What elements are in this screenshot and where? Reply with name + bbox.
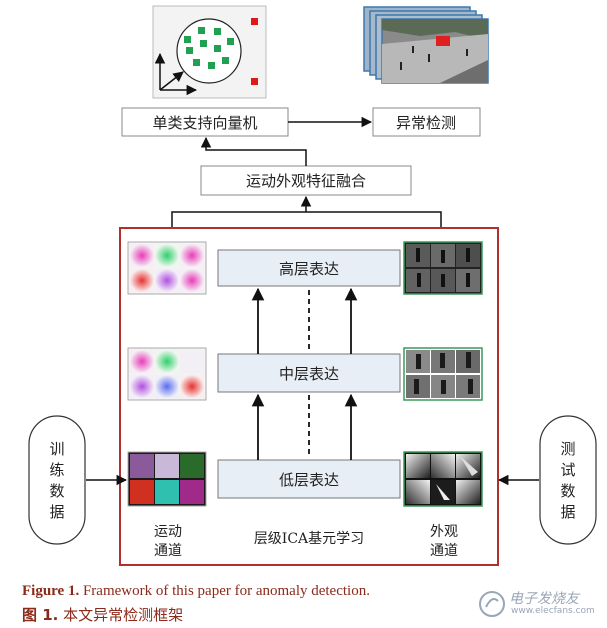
motion-tiles-low	[127, 451, 207, 507]
ocsvm-box: 单类支持向量机	[121, 107, 289, 137]
svg-text:低层表达: 低层表达	[279, 471, 339, 489]
hierarchical-ica-label: 层级ICA基元学习	[254, 530, 364, 547]
svg-text:数: 数	[49, 482, 64, 500]
appearance-tiles-mid	[403, 347, 483, 401]
svg-text:训: 训	[49, 440, 64, 458]
svg-text:外观: 外观	[430, 524, 458, 540]
svg-text:高层表达: 高层表达	[279, 260, 339, 278]
watermark-logo-icon	[479, 591, 505, 617]
high-level-box: 高层表达	[217, 249, 401, 287]
svg-text:运动外观特征融合: 运动外观特征融合	[246, 172, 366, 190]
outlier-marker	[251, 18, 258, 25]
svg-text:运动: 运动	[154, 524, 182, 540]
svg-text:据: 据	[560, 503, 575, 521]
ica-frame	[119, 227, 499, 566]
connector-to-fusion	[171, 211, 442, 228]
level-arrows	[251, 287, 358, 460]
appearance-channel-label: 外观 通道	[430, 524, 458, 559]
svg-text:练: 练	[49, 461, 64, 479]
svg-text:试: 试	[560, 461, 575, 479]
training-data-node: 训 练 数 据	[28, 415, 86, 545]
svg-text:测: 测	[560, 440, 575, 458]
svg-text:中层表达: 中层表达	[279, 365, 339, 383]
fusion-box: 运动外观特征融合	[200, 165, 412, 196]
appearance-tiles-high	[403, 241, 483, 295]
svg-text:单类支持向量机: 单类支持向量机	[152, 114, 257, 132]
figure-caption-en: Figure 1. Framework of this paper for an…	[22, 583, 370, 599]
site-watermark: 电子发烧友 www.elecfans.com	[477, 588, 595, 620]
outlier-marker	[251, 78, 258, 85]
test-data-node: 测 试 数 据	[539, 415, 597, 545]
svg-text:据: 据	[49, 503, 64, 521]
motion-channel-label: 运动 通道	[154, 524, 182, 559]
svg-text:数: 数	[560, 482, 575, 500]
figure-caption-zh: 图 1. 本文异常检测框架	[22, 606, 184, 624]
anomaly-detection-box: 异常检测	[372, 107, 481, 137]
arrow-fusion-to-ocsvm	[200, 136, 307, 166]
anomaly-object	[436, 36, 450, 46]
mid-level-box: 中层表达	[217, 353, 401, 393]
ocsvm-illustration	[152, 5, 267, 99]
motion-tiles-high	[127, 241, 207, 295]
appearance-tiles-low	[403, 451, 483, 507]
motion-tiles-mid	[127, 347, 207, 401]
low-level-box: 低层表达	[217, 459, 401, 499]
inlier-markers	[184, 27, 234, 69]
svg-text:异常检测: 异常检测	[396, 114, 456, 132]
svg-text:通道: 通道	[154, 543, 182, 559]
svg-text:通道: 通道	[430, 543, 458, 559]
video-frames-stack	[363, 6, 489, 84]
